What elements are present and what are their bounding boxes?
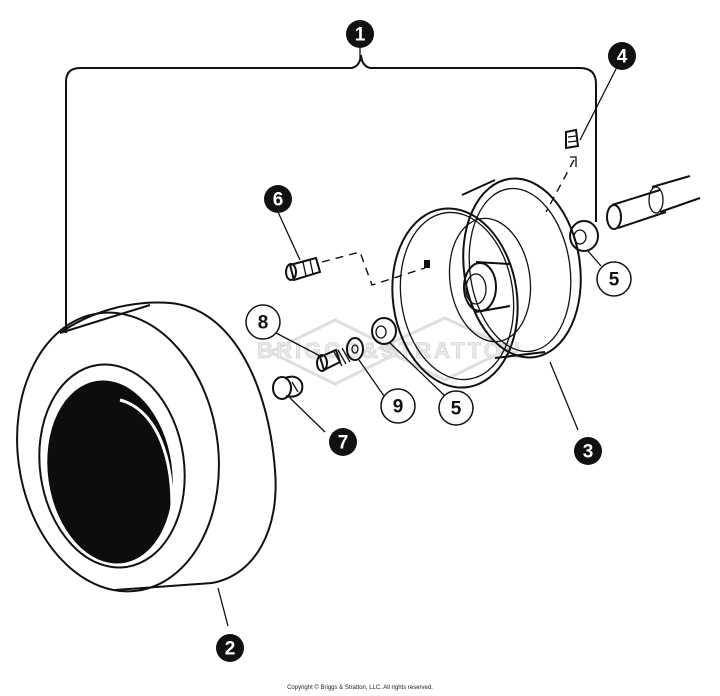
valve-stem — [285, 251, 426, 286]
callout-6: 6 — [264, 185, 292, 213]
tire-bore — [47, 380, 173, 564]
bolt — [316, 347, 351, 372]
svg-text:4: 4 — [617, 47, 628, 68]
washer — [346, 337, 364, 361]
callout-5-right: 5 — [596, 261, 632, 297]
grease-fitting — [545, 128, 580, 213]
bearing-right — [569, 220, 599, 252]
svg-text:5: 5 — [609, 270, 620, 291]
callout-8: 8 — [245, 304, 281, 340]
tire — [16, 301, 277, 593]
callout-2: 2 — [216, 634, 244, 662]
valve-hole — [424, 260, 430, 268]
callout-7: 7 — [329, 428, 357, 456]
hub-cap-clip — [272, 375, 304, 400]
bearing-left — [371, 317, 397, 345]
svg-text:9: 9 — [393, 397, 404, 418]
wheel-rim — [391, 177, 582, 389]
callout-5-left: 5 — [438, 390, 474, 426]
svg-text:3: 3 — [583, 442, 594, 463]
leader-lines — [217, 45, 618, 627]
assembly-bracket — [65, 54, 597, 333]
svg-text:2: 2 — [225, 639, 236, 660]
svg-text:8: 8 — [258, 313, 269, 334]
axle-shaft — [606, 175, 701, 230]
svg-text:1: 1 — [355, 25, 366, 46]
callout-4: 4 — [608, 42, 636, 70]
callout-3: 3 — [574, 437, 602, 465]
svg-text:5: 5 — [451, 399, 462, 420]
svg-text:6: 6 — [273, 190, 284, 211]
svg-text:7: 7 — [338, 433, 349, 454]
copyright-notice: Copyright © Briggs & Stratton, LLC. All … — [287, 685, 433, 691]
callout-9: 9 — [380, 388, 416, 424]
callout-1: 1 — [346, 20, 374, 48]
